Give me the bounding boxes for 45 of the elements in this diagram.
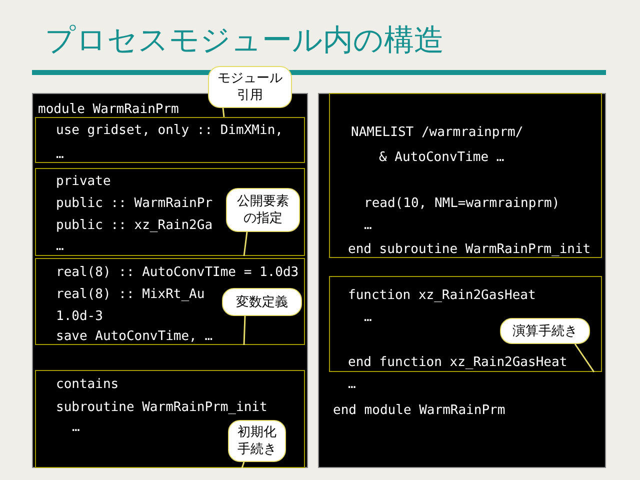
code-line: subroutine WarmRainPrm_init [56,399,268,417]
leader-line [243,316,246,346]
code-line: contains [56,376,119,394]
callout-text: 変数定義 [236,294,288,310]
code-line: public :: xz_Rain2Ga [56,217,213,235]
leader-line [222,108,225,118]
code-line: function xz_Rain2GasHeat [348,287,536,305]
code-line: real(8) :: AutoConvTIme = 1.0d3 [56,264,299,282]
code-line: … [364,217,372,235]
code-line: & AutoConvTime … [379,149,504,167]
leader-line [241,462,245,468]
callout-text: 演算手続き [512,322,578,340]
code-line: … [56,146,64,164]
code-section [329,276,602,372]
code-line: private [56,173,111,191]
callout-bubble [222,288,302,316]
callout-bubble [208,66,292,108]
code-line: … [364,309,372,327]
code-line: public :: WarmRainPr [56,195,213,213]
code-section [35,370,305,468]
code-section [35,168,305,256]
code-line: … [348,376,356,394]
code-section [329,93,602,258]
code-line: NAMELIST /warmrainprm/ [351,124,524,142]
code-line: end subroutine WarmRainPrm_init [348,241,591,259]
leader-line [243,232,248,256]
code-line: use gridset, only :: DimXMin, [56,122,283,140]
code-panel [318,93,606,468]
code-line: module WarmRainPrm [38,101,179,119]
code-line: read(10, NML=warmrainprm) [364,195,560,213]
code-line: … [72,419,80,437]
code-line: end function xz_Rain2GasHeat [348,354,568,372]
callout-text: 初期化手続き [236,424,278,458]
callout-bubble [226,188,300,232]
callout-text: モジュール引用 [216,70,284,104]
callout-text: 公開要素の指定 [236,193,290,227]
code-line: end module WarmRainPrm [333,402,506,420]
callout-bubble [500,318,590,344]
slide-title: プロセスモジュール内の構造 [45,22,444,60]
code-section [35,117,305,163]
code-line: save AutoConvTime, … [56,328,213,346]
code-line: … [56,238,64,256]
code-section [35,258,305,345]
callout-bubble [228,420,286,462]
leader-line [574,344,595,372]
